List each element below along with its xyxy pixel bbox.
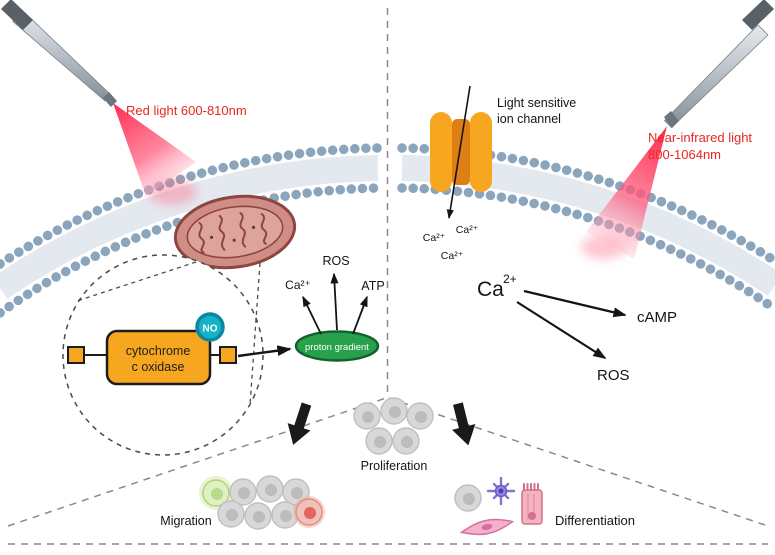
- ion-influx-arrow: [446, 85, 471, 220]
- right-laser-rod: [663, 24, 769, 129]
- proliferation-label: Proliferation: [361, 459, 428, 473]
- cytochrome-label-line1: cytochrome: [126, 344, 191, 358]
- red-light-label: Red light 600-810nm: [126, 103, 247, 118]
- differentiation-label: Differentiation: [555, 513, 635, 528]
- left-laser-probe: [1, 0, 197, 205]
- proton-gradient-label: proton gradient: [305, 342, 369, 353]
- near-infrared-beam: [586, 126, 667, 259]
- calcium-ion-3: Ca²⁺: [441, 250, 464, 262]
- arrow-ca-to-camp: [523, 289, 627, 318]
- ion-channel-right-lobe: [470, 112, 492, 192]
- dashed-dividers: [7, 8, 769, 545]
- mitochondrion-cristae: [198, 212, 268, 254]
- neuron-cell: [486, 476, 516, 506]
- proliferation-cells: [353, 397, 434, 455]
- cytochrome-label-line2: c oxidase: [132, 360, 185, 374]
- mitochondrion-granules: [209, 225, 256, 242]
- no-badge-label: NO: [203, 324, 218, 335]
- cell: [365, 427, 393, 455]
- mitochondrion: [173, 194, 297, 270]
- ros-top-label: ROS: [322, 254, 349, 268]
- ion-channel: [430, 112, 492, 192]
- arrow-cco-to-proton-gradient: [237, 345, 292, 358]
- proton-gradient-output-arrows: [302, 272, 368, 335]
- migrating-cell-red: [293, 496, 325, 528]
- mitochondrion-inner-membrane: [186, 205, 284, 259]
- cell: [406, 402, 434, 430]
- left-laser-cap: [1, 0, 33, 30]
- cell: [392, 427, 420, 455]
- cell: [380, 397, 408, 425]
- right-laser-cap: [742, 0, 774, 30]
- near-infrared-label-line2: 800-1064nm: [648, 147, 721, 162]
- cell: [244, 502, 272, 530]
- bold-arrow-right: [452, 402, 476, 446]
- calcium-large-superscript: 2+: [503, 272, 517, 286]
- left-diagonal-dashed-line: [7, 397, 387, 527]
- cell: [353, 402, 381, 430]
- proton-gradient-ellipse: [294, 330, 380, 362]
- migration-cells: [199, 475, 325, 530]
- membrane-anchor-left: [67, 346, 85, 364]
- ion-channel-left-lobe: [430, 112, 452, 192]
- calcium-large-label: Ca: [477, 278, 504, 301]
- cell: [229, 478, 257, 506]
- atp-label: ATP: [361, 279, 384, 293]
- right-laser-probe: [581, 0, 774, 259]
- cell: [217, 500, 245, 528]
- left-laser-tip: [103, 92, 117, 107]
- migrating-cell-green: [199, 476, 233, 510]
- cell: [271, 501, 299, 529]
- cytochrome-c-oxidase-box: [105, 329, 212, 386]
- calcium-ion-1: Ca²⁺: [423, 232, 446, 244]
- right-diagonal-dashed-line: [388, 397, 769, 527]
- migration-label: Migration: [160, 514, 211, 528]
- red-light-beam: [113, 103, 196, 196]
- calcium-small-left-label: Ca²⁺: [285, 278, 311, 292]
- camp-label: cAMP: [637, 309, 677, 326]
- spindle-cell: [459, 518, 515, 536]
- right-laser-tip: [664, 111, 679, 128]
- bold-arrow-left: [287, 402, 312, 445]
- no-badge: [195, 312, 225, 342]
- differentiation-cells: [454, 476, 543, 536]
- near-infrared-label-line1: Near-infrared light: [648, 130, 752, 145]
- cell: [256, 475, 284, 503]
- zoom-callout-lines: [76, 261, 261, 406]
- ros-right-label: ROS: [597, 367, 630, 384]
- ion-channel-pore: [452, 119, 470, 185]
- arrow-ca-to-ros: [516, 301, 607, 359]
- channel-label-line2: ion channel: [497, 112, 561, 126]
- membrane-anchor-right: [219, 346, 237, 364]
- membrane-left-outer-heads: [0, 143, 383, 269]
- channel-label-line1: Light sensitive: [497, 96, 576, 110]
- columnar-cell: [521, 483, 543, 525]
- cell: [454, 484, 482, 512]
- calcium-ion-2: Ca²⁺: [456, 224, 479, 236]
